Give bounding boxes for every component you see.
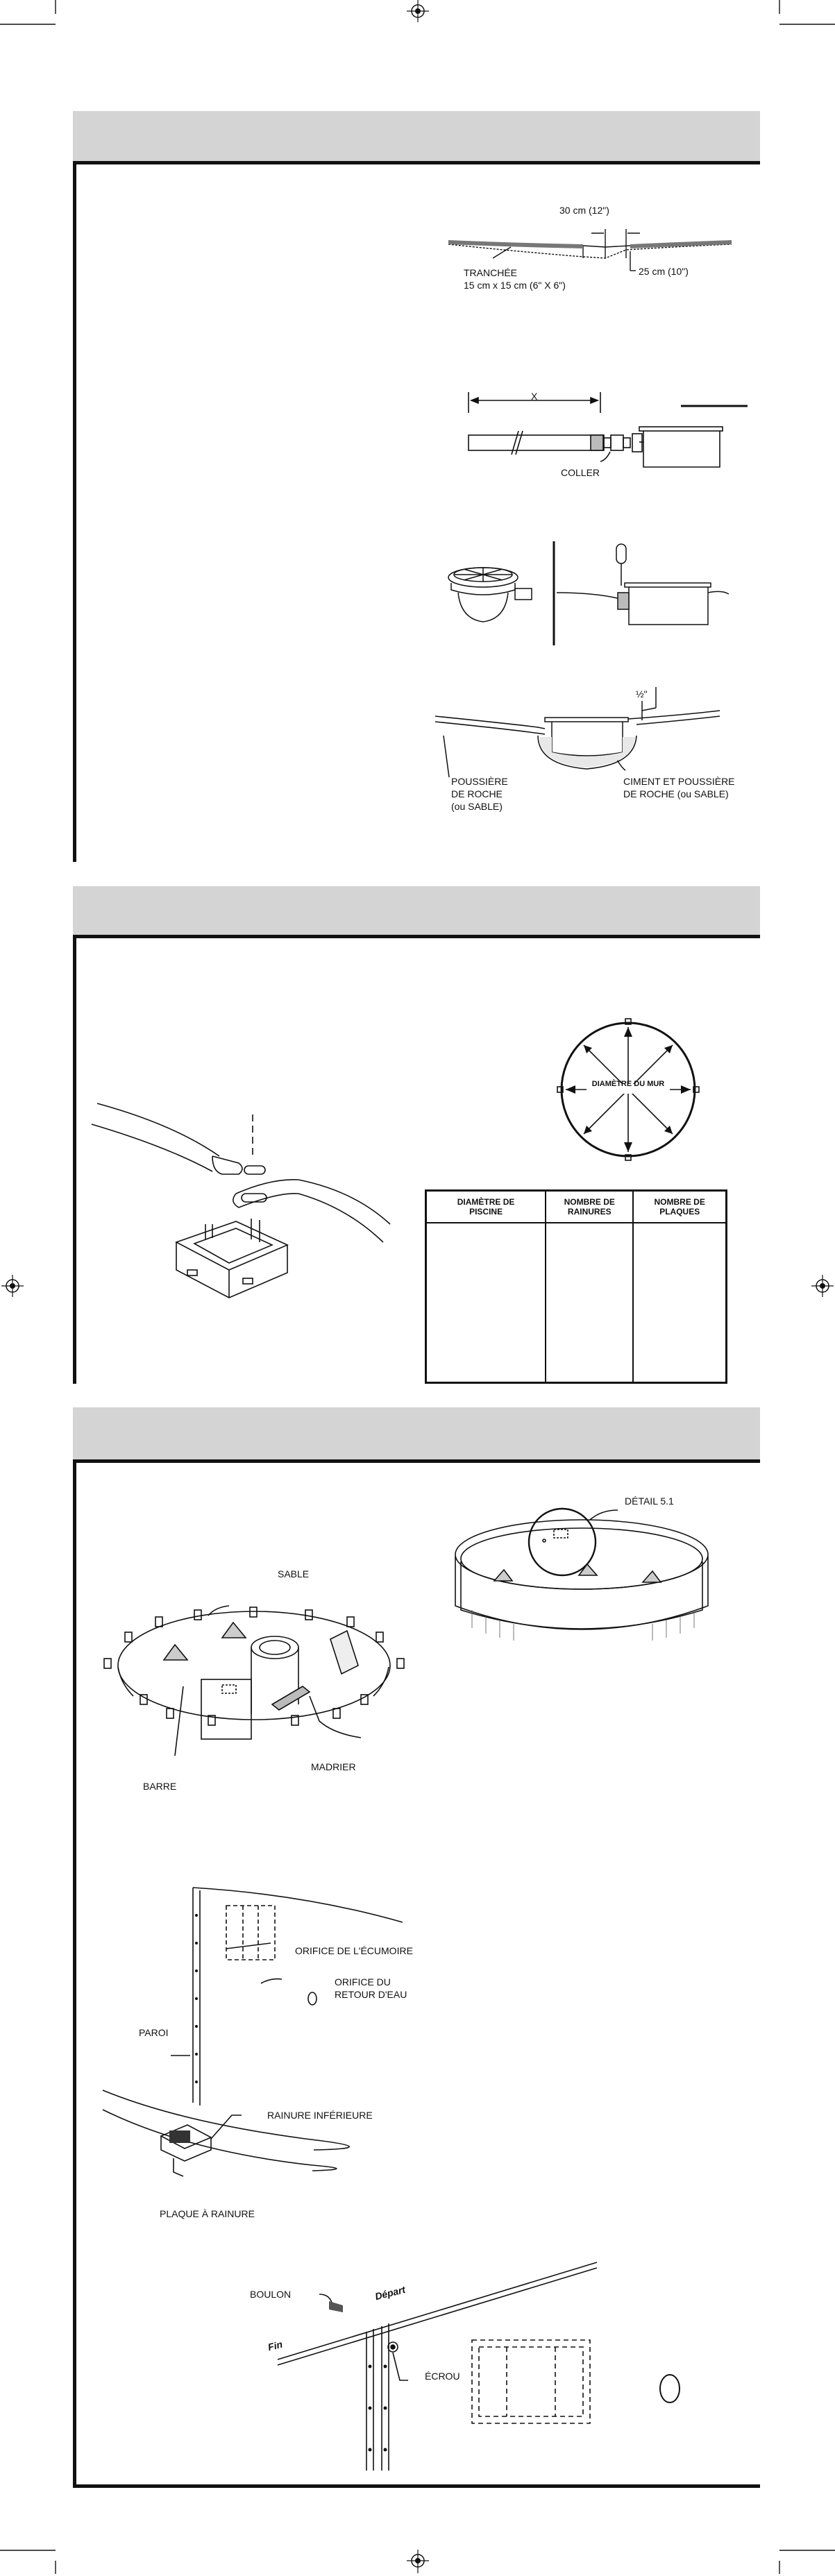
rock-dust-line-3: (ou SABLE): [451, 801, 503, 812]
registration-mark-bottom: [407, 2550, 429, 2573]
return-hole-line-1: ORIFICE DU: [335, 1976, 391, 1988]
wall-diameter-label: DIAMÈTRE DU MUR: [591, 1080, 665, 1088]
section-2-header-band: [73, 886, 760, 935]
section-1-frame: [73, 161, 760, 862]
trench-depth-label: 25 cm (10"): [639, 266, 689, 277]
registration-mark-left: [1, 1275, 24, 1297]
wall-bolt-assembly-diagram: [277, 2262, 680, 2471]
cement-line-2: DE ROCHE (ou SABLE): [623, 788, 729, 799]
trench-size-label: 15 cm x 15 cm (6" X 6"): [464, 280, 566, 291]
track-plate-assembly-diagram: [91, 1103, 391, 1298]
barre-label: BARRE: [143, 1781, 177, 1792]
boulon-label: BOULON: [250, 2289, 292, 2300]
trench-width-label: 30 cm (12"): [559, 205, 609, 216]
pool-wall-skimmer-diagram: [102, 1887, 403, 2177]
pool-wall-detail-diagram: [455, 1507, 709, 1641]
bottom-track-label: RAINURE INFÉRIEURE: [267, 2110, 373, 2121]
sable-label: SABLE: [278, 1568, 310, 1579]
ecrou-label: ÉCROU: [425, 2371, 460, 2382]
section-3-header-band: [73, 1407, 760, 1459]
rock-dust-line-1: POUSSIÈRE: [451, 776, 508, 787]
cement-line-1: CIMENT ET POUSSIÈRE: [623, 776, 735, 787]
coller-label: COLLER: [561, 467, 600, 478]
pipe-x-label: X: [531, 391, 538, 402]
track-plate-label: PLAQUE À RAINURE: [160, 2208, 255, 2219]
skimmer-hole-label: ORIFICE DE L'ÉCUMOIRE: [295, 1945, 413, 1956]
madrier-label: MADRIER: [311, 1761, 356, 1772]
skimmer-install-diagram: [448, 541, 729, 645]
trench-label: TRANCHÉE: [464, 267, 518, 278]
registration-mark-top: [407, 0, 429, 22]
trench-diagram: [448, 229, 732, 271]
table-row: [425, 1223, 727, 1383]
wall-diameter-diagram: [557, 1018, 700, 1161]
half-inch-label: ½": [636, 688, 648, 700]
detail-5-1-label: DÉTAIL 5.1: [625, 1495, 674, 1507]
return-hole-line-2: RETOUR D'EAU: [335, 1989, 407, 2000]
section-1-header-band: [73, 111, 760, 161]
section-3-frame: [73, 1459, 760, 2488]
section-2-frame: [73, 935, 760, 1384]
rock-dust-line-2: DE ROCHE: [451, 788, 503, 799]
registration-mark-right: [811, 1275, 834, 1297]
level-install-diagram: [435, 687, 720, 778]
sand-plank-layout-diagram: [103, 1605, 405, 1756]
paroi-label: PAROI: [139, 2027, 169, 2038]
pipe-diagram: [468, 392, 748, 468]
